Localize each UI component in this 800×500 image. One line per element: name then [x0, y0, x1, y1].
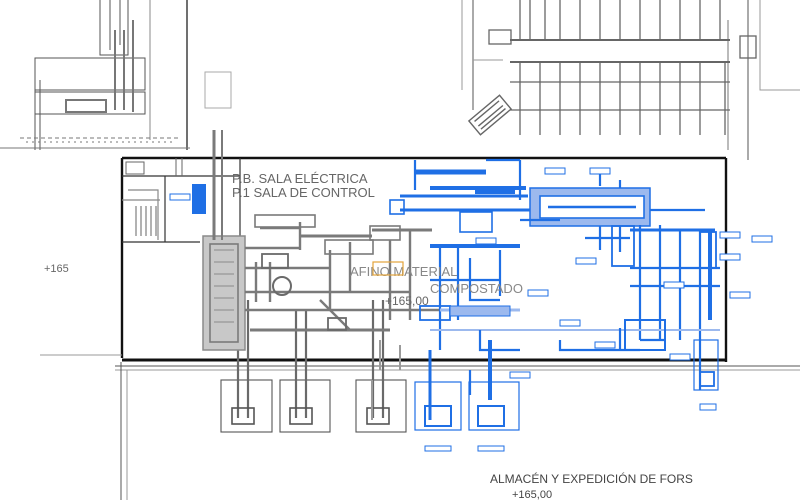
blue-equipment-top [192, 158, 720, 345]
warehouse-level-label: +165,00 [512, 489, 552, 500]
gray-process-line [202, 130, 440, 420]
refining-line-label: AFINO MATERIAL [350, 264, 457, 279]
top-right-equipment [488, 0, 757, 135]
blue-equipment-lower [414, 244, 720, 431]
left-level-label: +165 [44, 263, 69, 275]
control-room-label: P.1 SALA DE CONTROL [232, 185, 375, 200]
wall-hatch-marks [0, 137, 190, 149]
interior-walls [122, 158, 241, 245]
top-right-structure [461, 0, 800, 160]
overlay-marker [372, 261, 404, 276]
warehouse-label: ALMACÉN Y EXPEDICIÓN DE FORS [490, 471, 693, 486]
blue-tag-labels [169, 167, 773, 452]
center-level-label: +165,00 [385, 294, 429, 308]
top-left-equipment [65, 20, 134, 113]
angled-equipment [467, 94, 513, 136]
top-left-structure [34, 0, 232, 150]
compost-area-label: COMPOSTADO [430, 281, 523, 296]
electrical-room-equipment [125, 158, 183, 236]
electrical-room-label: P.B. SALA ELÉCTRICA [232, 171, 368, 186]
floor-plan-labels: P.B. SALA ELÉCTRICA P.1 SALA DE CONTROL … [44, 171, 693, 500]
lower-structure [40, 354, 800, 500]
